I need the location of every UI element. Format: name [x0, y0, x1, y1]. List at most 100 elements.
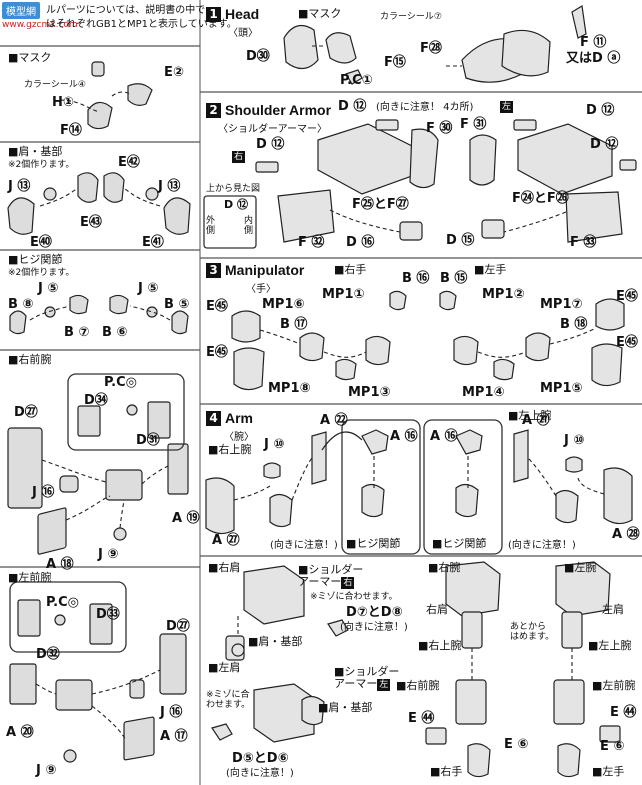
step-2-title: Shoulder Armor	[225, 102, 332, 118]
shoulder-part-e42: E㊷	[118, 155, 140, 170]
step-3-subtitle: 〈手〉	[246, 284, 276, 295]
sa-view-inner: 内 側	[244, 216, 254, 236]
sa-part-d12-top: D ⑫	[338, 99, 367, 114]
step-4-subtitle: 〈腕〉	[224, 432, 254, 443]
final-left-shoulder-heading: ■左肩	[208, 661, 241, 674]
sa-left-mark: 左	[500, 101, 514, 113]
sa-caution-4: (向きに注意！ 4カ所)	[376, 102, 474, 113]
step-3-number: 3	[206, 262, 221, 278]
shoulder-base-heading: ■肩・基部	[8, 145, 63, 158]
hand-part-mp1-1: MP1①	[322, 287, 365, 302]
head-part-f15: F⑮	[384, 55, 406, 70]
lfa-part-pcd: P.C◎	[46, 595, 79, 610]
final-left-shoulder-2: 左肩	[602, 603, 624, 616]
sa-part-d12-left: D ⑫	[256, 137, 285, 152]
step-1-subtitle: 〈頭〉	[228, 28, 258, 39]
hand-part-mp1-3: MP1③	[348, 385, 391, 400]
step-1-title: Head	[225, 6, 260, 22]
lfa-part-d27: D㉗	[166, 619, 190, 634]
elbow-joint-note: ※2個作ります。	[8, 268, 75, 278]
mask-color-seal-label: カラーシール④	[24, 80, 86, 90]
hand-part-mp1-4: MP1④	[462, 385, 505, 400]
final-base-label: ■肩・基部	[248, 635, 303, 648]
final-caution-2: (向きに注意！)	[226, 768, 294, 779]
hand-part-mp1-8: MP1⑧	[268, 381, 311, 396]
shoulder-part-e40: E㊵	[30, 235, 52, 250]
hand-part-b15: B ⑮	[440, 271, 468, 286]
final-caution-1: (向きに注意！)	[340, 622, 408, 633]
final-part-d7-d8: D⑦とD⑧	[346, 605, 403, 620]
elbow-part-b5: B ⑤	[164, 297, 190, 312]
arm-part-j10-right: J ⑩	[564, 433, 585, 448]
hand-part-e45-br: E㊺	[616, 335, 638, 350]
lfa-part-d32: D㉜	[36, 647, 60, 662]
elbow-part-b6: B ⑥	[102, 325, 128, 340]
final-base-label-2: ■肩・基部	[318, 701, 373, 714]
final-sa-left-label: ■ショルダー アーマー左	[334, 665, 400, 691]
final-right-forearm: ■右前腕	[396, 679, 440, 692]
sa-part-d16: D ⑯	[346, 235, 375, 250]
step-3-title: Manipulator	[225, 262, 305, 278]
hand-part-e45-tl: E㊺	[206, 299, 228, 314]
right-hand-heading: ■右手	[334, 263, 367, 276]
final-sa-right-label: ■ショルダー アーマー右	[298, 563, 364, 589]
rfa-part-j9: J ⑨	[98, 547, 119, 562]
mask-part-f14: F⑭	[60, 123, 82, 138]
sa-view-outer: 外 側	[206, 216, 216, 236]
sa-part-f25-f27: F㉕とF㉗	[352, 197, 409, 212]
sa-part-f33: F ㉝	[570, 235, 597, 250]
shoulder-base-note: ※2個作ります。	[8, 160, 75, 170]
hand-part-b16: B ⑯	[402, 271, 430, 286]
step-4-number: 4	[206, 410, 221, 426]
shoulder-part-e41: E㊶	[142, 235, 164, 250]
elbow-part-j5-left: J ⑤	[38, 281, 59, 296]
arm-part-a16-left: A ⑯	[390, 429, 418, 444]
arm-caution-right: (向きに注意！)	[508, 540, 576, 551]
rfa-part-pcd: P.C◎	[104, 375, 137, 390]
head-part-pc1: P.C①	[340, 73, 373, 88]
arm-part-a21: A ㉑	[522, 413, 550, 428]
lfa-part-j9: J ⑨	[36, 763, 57, 778]
hand-part-mp1-6: MP1⑥	[262, 297, 305, 312]
final-left-hand: ■左手	[592, 765, 625, 778]
rfa-part-d27: D㉗	[14, 405, 38, 420]
sa-view-d12: D ⑫	[224, 198, 248, 211]
step-1-number: 1	[206, 6, 221, 22]
watermark-site: 模型網	[6, 7, 36, 18]
elbow-joint-label-1: ■ヒジ関節	[346, 537, 401, 550]
step-3-heading: 3 Manipulator	[206, 262, 304, 278]
step-2-heading: 2 Shoulder Armor	[206, 102, 331, 118]
hand-part-e45-bl: E㊺	[206, 345, 228, 360]
step-1-heading: 1 Head	[206, 6, 259, 22]
hand-part-mp1-7: MP1⑦	[540, 297, 583, 312]
final-part-e44-right: E ㊹	[610, 705, 637, 720]
sa-part-f32: F ㉜	[298, 235, 325, 250]
sa-part-f24-f26: F㉔とF㉖	[512, 191, 569, 206]
step-2-number: 2	[206, 102, 221, 118]
sa-part-f31: F ㉛	[460, 117, 487, 132]
rfa-part-a18: A ⑱	[46, 557, 74, 572]
left-upper-arm-heading: ■左上腕	[508, 409, 552, 422]
right-forearm-heading: ■右前腕	[8, 353, 52, 366]
sa-part-d15: D ⑮	[446, 233, 475, 248]
shoulder-part-j13-left: J ⑬	[8, 179, 31, 194]
mask-part-e2: E②	[164, 65, 184, 80]
watermark-logo: 模型網	[2, 2, 40, 19]
elbow-part-b8: B ⑧	[8, 297, 34, 312]
mask-part-h1: H①	[52, 95, 74, 110]
hand-part-mp1-5: MP1⑤	[540, 381, 583, 396]
shoulder-part-e43: E㊸	[80, 215, 102, 230]
rfa-part-j16: J ⑯	[32, 485, 55, 500]
lfa-part-a17: A ⑰	[160, 729, 188, 744]
head-part-f11: F ⑪	[580, 35, 607, 50]
step-2-subtitle: 〈ショルダーアーマー〉	[218, 124, 327, 135]
final-part-e6-left: E ⑥	[504, 737, 529, 752]
sa-part-f30: F ㉚	[426, 121, 453, 136]
final-right-arm-heading: ■右腕	[428, 561, 461, 574]
arm-part-j10-left: J ⑩	[264, 437, 285, 452]
elbow-part-b7: B ⑦	[64, 325, 90, 340]
head-part-or-da: 又はD ⓐ	[566, 51, 621, 66]
lfa-part-j16: J ⑯	[160, 705, 183, 720]
left-hand-heading: ■左手	[474, 263, 507, 276]
